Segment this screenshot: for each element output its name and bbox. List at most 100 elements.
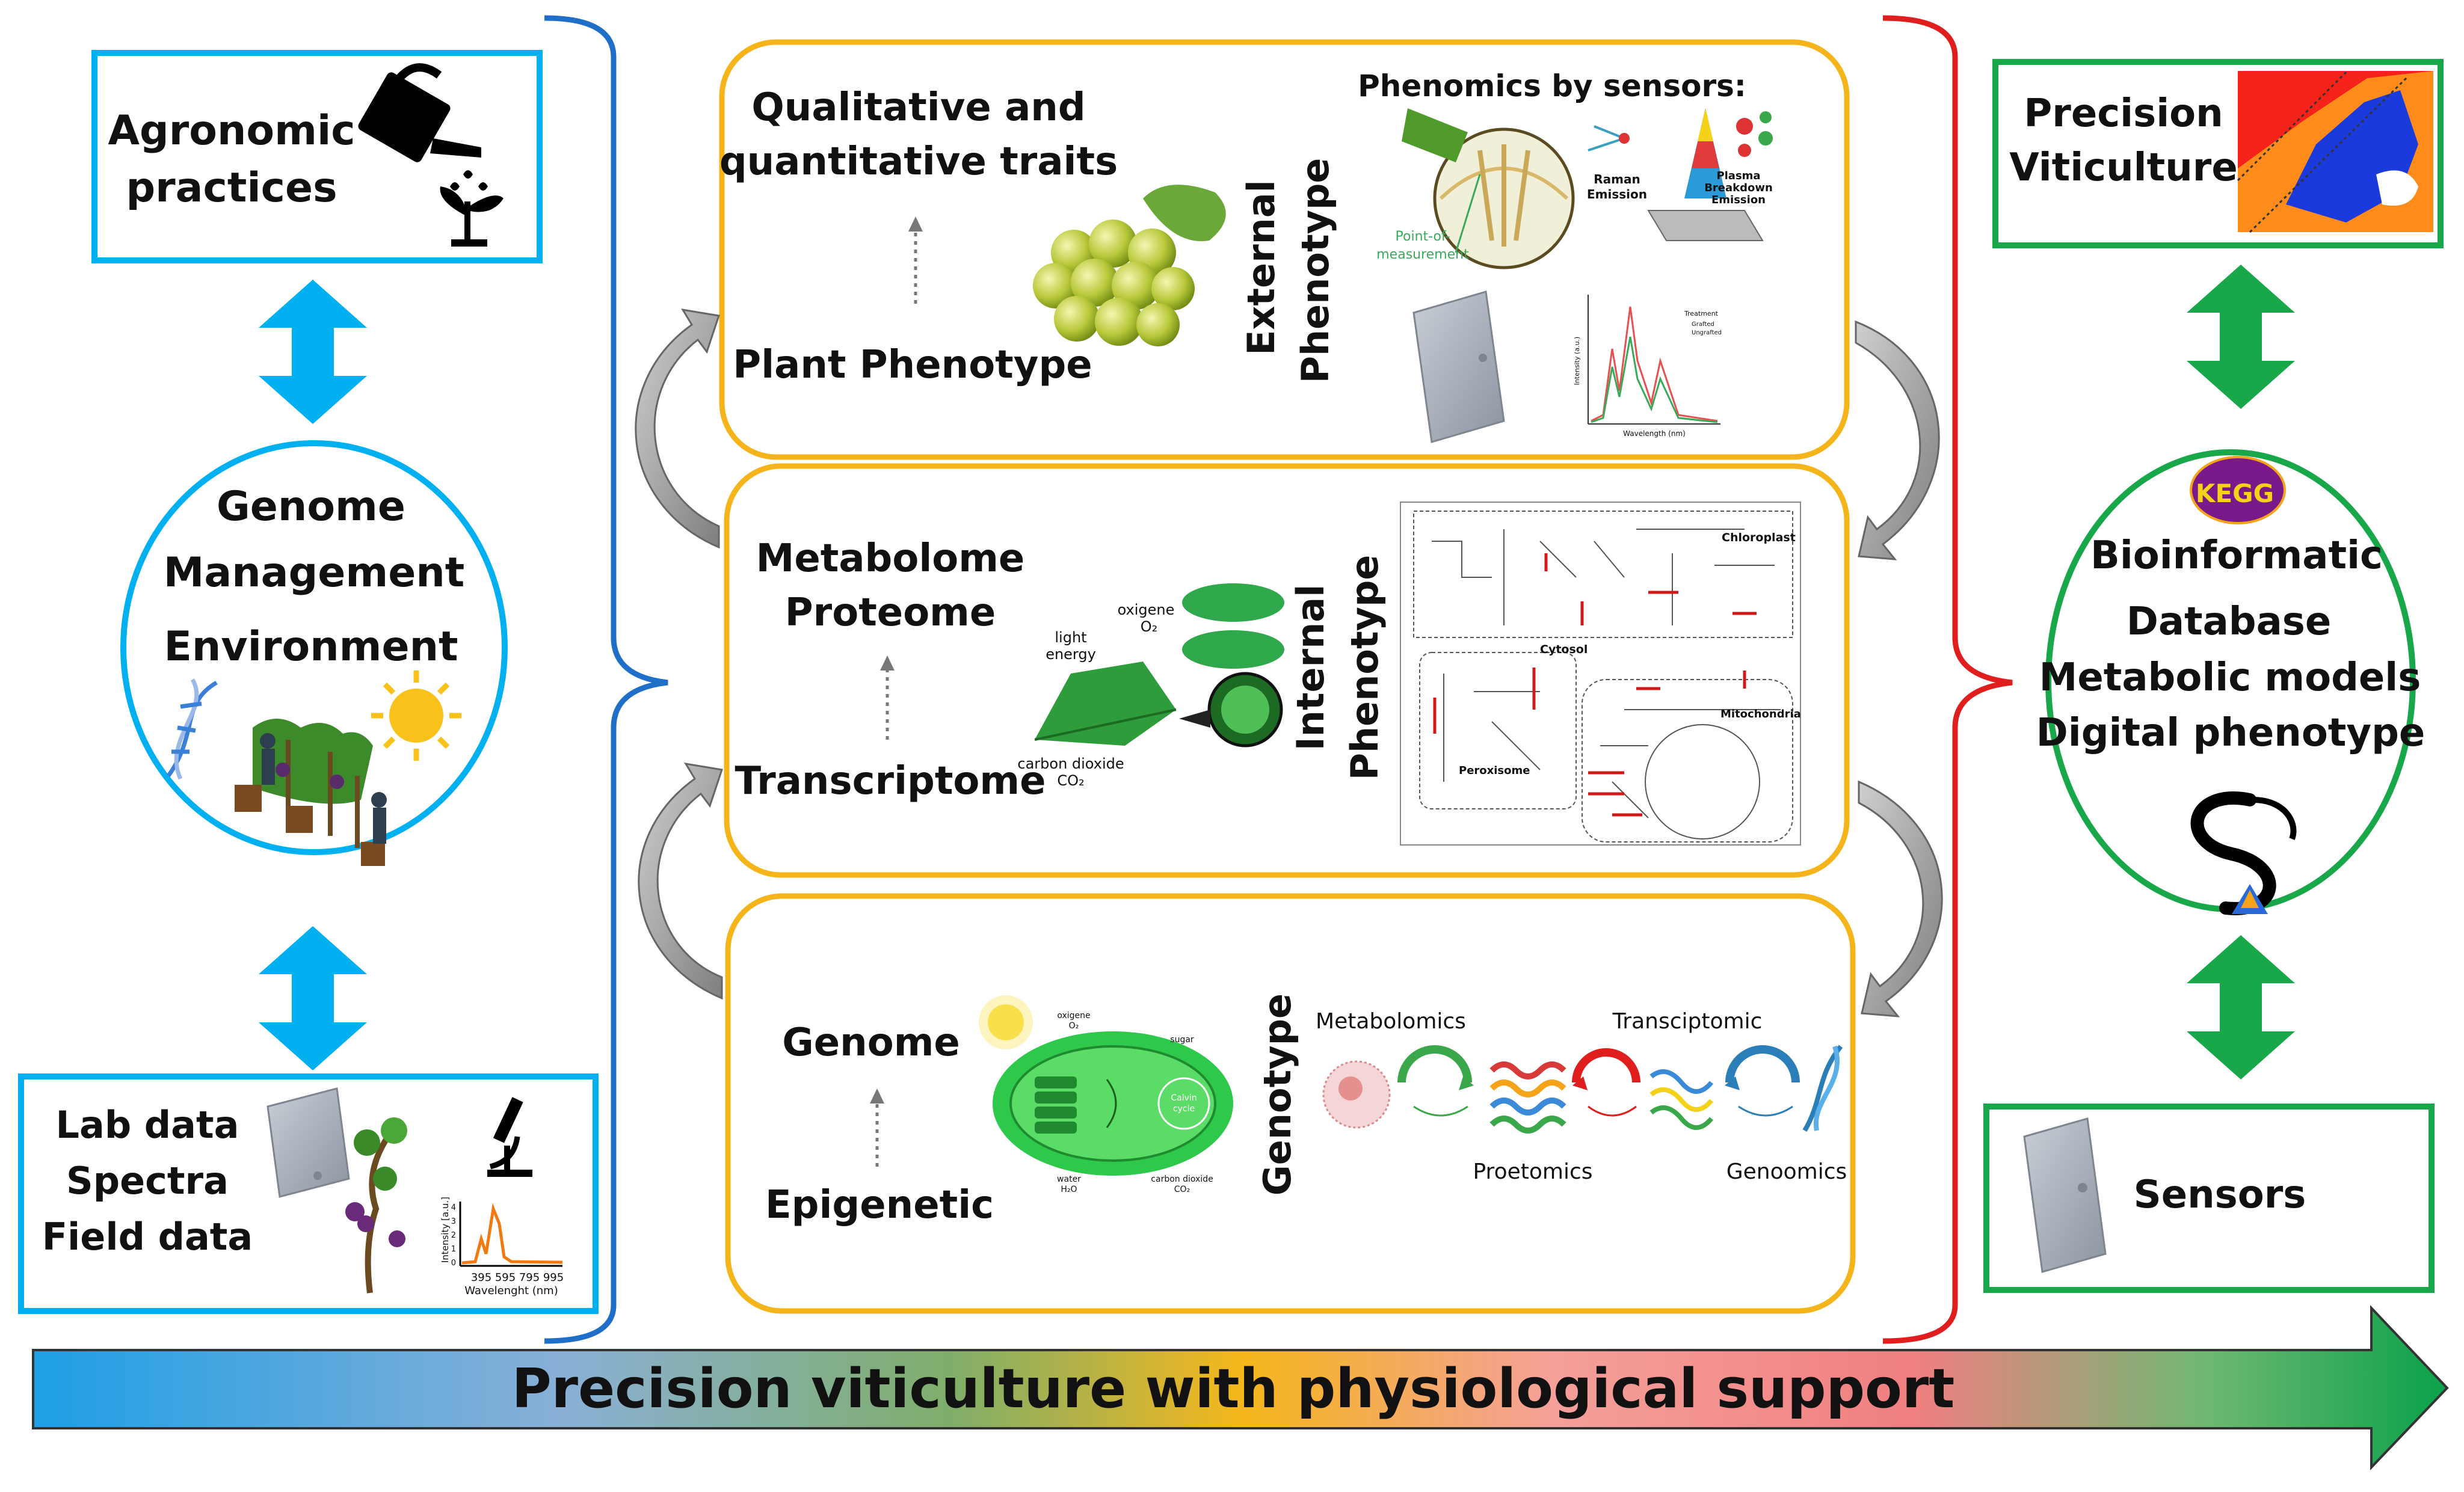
chloro-water: water <box>1057 1174 1081 1184</box>
mini-spectrum-ytick-0: 0 <box>451 1259 456 1268</box>
vine-plant-icon <box>345 1117 407 1294</box>
digital-phenotype-label: Digital phenotype <box>2036 711 2426 755</box>
leaf-energy: energy <box>1046 646 1096 663</box>
red-brace <box>1882 15 2013 1344</box>
omics-chain-illustration <box>1322 1045 1843 1134</box>
spectrum-legend-title: Treatment <box>1684 310 1719 318</box>
lab-data-line-1: Lab data <box>55 1103 239 1147</box>
point-of-measurement-1: Point-of- <box>1396 229 1450 244</box>
internal-label-2: Phenotype <box>1343 555 1387 781</box>
precision-line-2: Viticulture <box>2009 146 2237 190</box>
sensors-label: Sensors <box>2134 1173 2306 1217</box>
raman-label-2: Emission <box>1587 187 1647 201</box>
vigor-map-image <box>2237 71 2433 233</box>
sensor-device-right-icon <box>2023 1117 2107 1273</box>
microscope-icon <box>487 1097 532 1177</box>
map-peroxisome: Peroxisome <box>1459 764 1530 777</box>
banner-title: Precision viticulture with physiological… <box>512 1357 1955 1420</box>
genome-panel-label: Genome <box>782 1021 960 1065</box>
green-double-arrow-bottom <box>2187 935 2295 1079</box>
raman-plasma-diagram <box>1588 108 1773 241</box>
precision-line-1: Precision <box>2024 91 2223 136</box>
plasma-label-3: Emission <box>1711 194 1766 206</box>
spectrum-legend-b: Ungrafted <box>1692 330 1722 336</box>
blue-brace <box>544 15 668 1344</box>
raman-label-1: Raman <box>1594 172 1640 186</box>
map-mitochondria: Mitochondria <box>1720 708 1801 720</box>
dna-icon <box>167 678 218 780</box>
traits-dotted-arrow-head <box>908 216 923 232</box>
chloro-oxigene: oxigene <box>1057 1011 1090 1021</box>
proteome-label: Proteome <box>785 591 996 635</box>
transcriptome-label: Transcriptome <box>735 759 1046 803</box>
lab-data-line-2: Spectra <box>66 1159 229 1203</box>
mini-spectrum-xtick-795: 795 <box>519 1271 540 1284</box>
environment-label: Environment <box>164 623 458 671</box>
chloro-calvin-2: cycle <box>1173 1104 1195 1114</box>
chloro-sugar: sugar <box>1170 1035 1194 1045</box>
database-label: Database <box>2127 600 2332 644</box>
lab-data-box <box>18 1073 599 1314</box>
sensor-device-external-icon <box>1412 290 1505 443</box>
kegg-logo: KEGG <box>2190 456 2286 524</box>
gray-arrow-right-bottom <box>1858 780 1943 1018</box>
leaf-oxigene: oxigene <box>1118 601 1175 618</box>
leaf-co2-2: CO₂ <box>1057 772 1084 789</box>
mini-spectrum-xtick-395: 395 <box>471 1271 491 1284</box>
grape-cluster-image <box>1033 185 1226 346</box>
gradient-banner-arrow <box>32 1304 2449 1470</box>
mini-spectrum-ytick-1: 1 <box>451 1245 456 1254</box>
chloro-o2: O₂ <box>1069 1021 1079 1031</box>
gray-arrow-right-top <box>1855 320 1940 560</box>
center-column: Qualitative and quantitative traits Plan… <box>635 39 1943 1314</box>
genotype-dotted-arrow-head <box>870 1088 884 1104</box>
proteomics-label: Proetomics <box>1473 1159 1592 1184</box>
mini-spectrum-ytick-4: 4 <box>451 1203 456 1212</box>
mini-spectrum-xlabel: Wavelenght (nm) <box>464 1285 558 1297</box>
leaf-light: light <box>1055 629 1086 646</box>
left-column: Agronomic practices Genome Management En… <box>18 15 668 1344</box>
blue-double-arrow-top <box>259 280 367 424</box>
external-label-1: External <box>1239 180 1283 355</box>
traits-line-2: quantitative traits <box>719 140 1118 184</box>
bioinformatic-label: Bioinformatic <box>2090 533 2383 578</box>
sun-icon <box>371 671 461 761</box>
genomics-label: Genoomics <box>1726 1159 1847 1184</box>
gray-connector-arrows <box>635 308 1943 1018</box>
chloro-co2-2: CO₂ <box>1174 1185 1190 1194</box>
plasma-label-1: Plasma <box>1716 170 1760 182</box>
metabolic-pathway-map <box>1400 502 1801 846</box>
spectrum-chart-external: Treatment Grafted Ungrafted Wavelength (… <box>1573 295 1722 438</box>
phenomics-title: Phenomics by sensors: <box>1358 69 1746 103</box>
watering-can-icon <box>358 63 504 247</box>
traits-line-1: Qualitative and <box>751 85 1085 130</box>
chloro-calvin-1: Calvin <box>1171 1093 1197 1103</box>
kegg-logo-text: KEGG <box>2196 479 2274 508</box>
external-label-2: Phenotype <box>1293 158 1337 384</box>
chloroplast-illustration <box>979 995 1233 1176</box>
blue-double-arrow-bottom <box>259 926 367 1070</box>
leaf-illustration <box>1034 583 1284 748</box>
internal-dotted-arrow-head <box>880 655 895 671</box>
genome-ellipse <box>120 440 508 855</box>
internal-label-1: Internal <box>1289 585 1332 751</box>
green-double-arrow-top <box>2187 265 2295 409</box>
epigenetic-label: Epigenetic <box>765 1183 994 1227</box>
genome-label: Genome <box>217 483 405 530</box>
spectrum-x-label: Wavelength (nm) <box>1623 429 1686 438</box>
sensor-device-icon <box>266 1087 350 1198</box>
leaf-co2-1: carbon dioxide <box>1017 755 1124 772</box>
mini-spectrum-ylabel: Intensity [a.u.] <box>440 1197 451 1263</box>
agronomic-line-2: practices <box>126 164 337 212</box>
map-cytosol: Cytosol <box>1540 643 1588 656</box>
plant-phenotype-label: Plant Phenotype <box>733 343 1092 387</box>
metabolome-label: Metabolome <box>756 536 1025 581</box>
spectrum-legend-a: Grafted <box>1692 321 1714 328</box>
mini-spectrum-chart: Intensity [a.u.] 4 3 2 1 0 395 595 795 9… <box>440 1197 564 1297</box>
mini-spectrum-xtick-595: 595 <box>495 1271 516 1284</box>
gray-arrow-left-top <box>635 308 720 549</box>
bottom-banner: Precision viticulture with physiological… <box>32 1304 2449 1470</box>
agronomic-line-1: Agronomic <box>108 107 355 155</box>
metabolomics-label: Metabolomics <box>1316 1009 1466 1034</box>
gray-arrow-left-bottom <box>638 762 723 1000</box>
